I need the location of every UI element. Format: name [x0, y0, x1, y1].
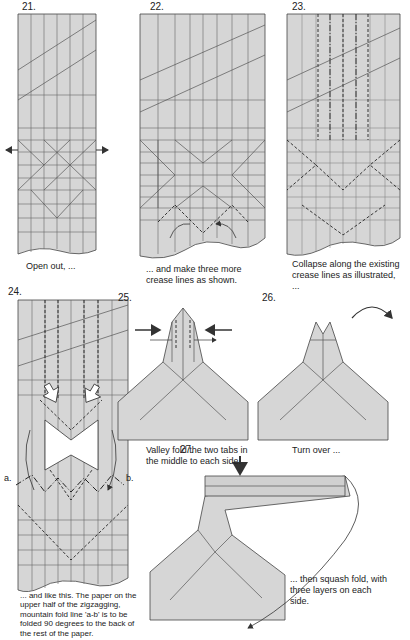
step-number: 27.: [180, 444, 210, 455]
caption: Open out, ...: [26, 261, 126, 272]
step-number: 26.: [262, 292, 292, 303]
step-23-paper: [287, 14, 400, 255]
step-number: 23.: [292, 1, 322, 12]
step-number: 21.: [22, 1, 52, 12]
caption: ... and make three more crease lines as …: [146, 264, 268, 286]
caption: ... and like this. The paper on the uppe…: [20, 591, 142, 639]
step-number: 25.: [118, 292, 148, 303]
caption: Turn over ...: [292, 445, 392, 456]
step-number: 24.: [8, 286, 38, 297]
caption: Valley fold the two tabs in the middle t…: [146, 445, 254, 467]
caption: ... then squash fold, with three layers …: [290, 574, 390, 607]
point-label: a.: [4, 473, 18, 484]
step-27-model: [150, 456, 359, 628]
caption: Collapse along the existing crease lines…: [292, 259, 404, 292]
step-21-paper: [6, 14, 108, 254]
step-25-model: [118, 308, 248, 440]
step-24-paper: [16, 300, 128, 592]
step-26-model: [258, 307, 392, 440]
step-22-paper: [140, 14, 265, 258]
step-number: 22.: [150, 1, 180, 12]
point-label: b.: [126, 473, 140, 484]
